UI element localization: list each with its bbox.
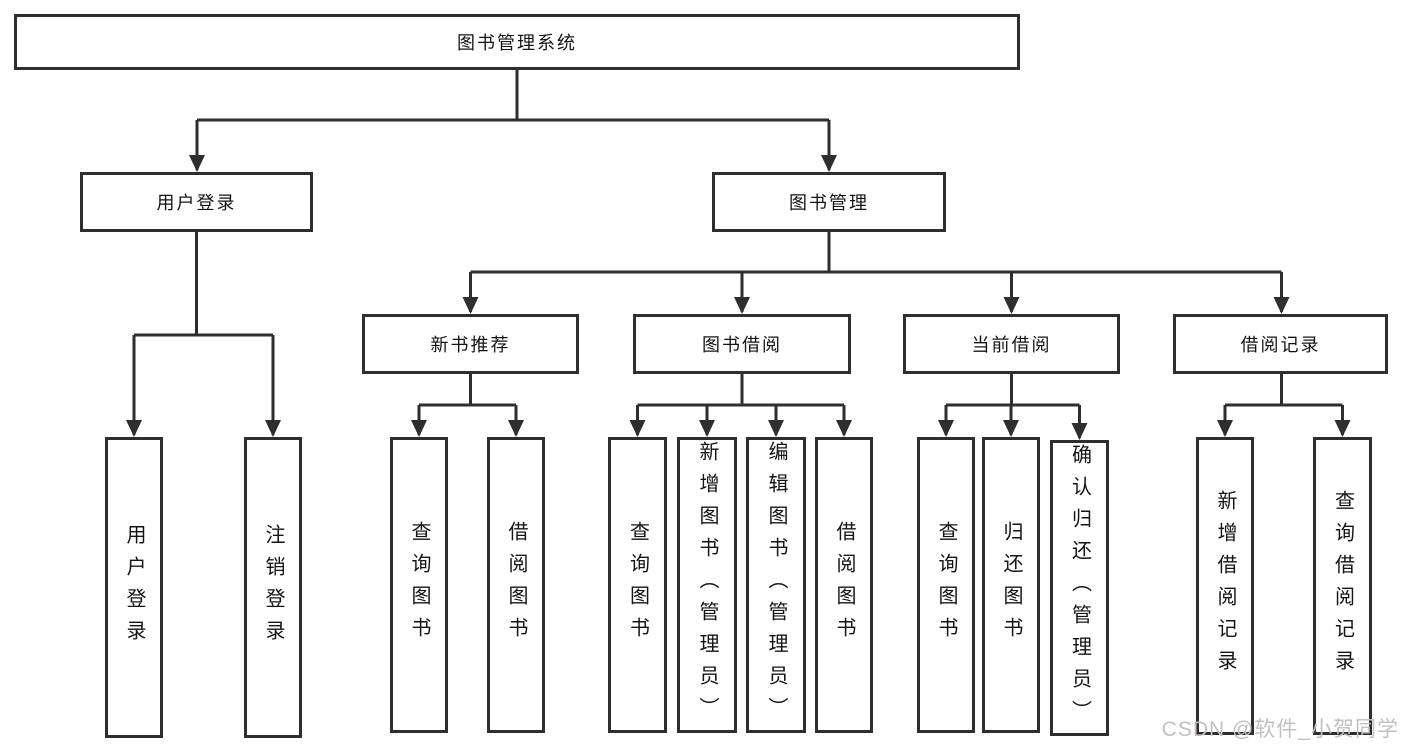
leaf-confirm-return-admin-label: 确认归还（管理员） [1068,444,1091,732]
leaf-add-borrow-record: 新增借阅记录 [1196,437,1254,735]
leaf-edit-book-admin: 编辑图书（管理员） [746,437,806,733]
leaf-confirm-return-admin: 确认归还（管理员） [1050,440,1109,736]
leaf-recommend-query-book: 查询图书 [390,437,448,733]
node-current-borrow: 当前借阅 [903,314,1120,374]
leaf-query-borrow-record: 查询借阅记录 [1313,437,1372,735]
leaf-return-book-label: 归还图书 [1000,521,1022,649]
node-book-management-label: 图书管理 [789,193,869,213]
node-book-borrow: 图书借阅 [633,314,851,374]
node-borrow-record-label: 借阅记录 [1240,335,1321,355]
leaf-recommend-borrow-book: 借阅图书 [487,437,545,733]
leaf-add-book-admin-label: 新增图书（管理员） [696,441,718,729]
leaf-user-login: 用户登录 [105,437,163,738]
leaf-current-query-book-label: 查询图书 [935,521,957,649]
node-current-borrow-label: 当前借阅 [971,335,1052,355]
node-book-management: 图书管理 [712,172,946,232]
leaf-recommend-query-book-label: 查询图书 [408,521,430,649]
leaf-edit-book-admin-label: 编辑图书（管理员） [765,441,787,729]
node-root-label: 图书管理系统 [457,33,577,53]
node-user-login-label: 用户登录 [156,193,237,213]
node-new-book-recommend: 新书推荐 [362,314,579,374]
leaf-user-login-label: 用户登录 [123,523,145,652]
node-user-login: 用户登录 [80,172,313,232]
leaf-borrow-query-book-label: 查询图书 [626,521,649,649]
leaf-add-borrow-record-label: 新增借阅记录 [1214,490,1236,682]
node-new-book-recommend-label: 新书推荐 [430,335,511,355]
leaf-borrow-query-book: 查询图书 [608,437,667,733]
leaf-borrow-book-label: 借阅图书 [833,521,855,649]
leaf-borrow-book: 借阅图书 [815,437,873,733]
csdn-watermark: CSDN @软件_小贺同学 [1161,718,1399,741]
leaf-logout-label: 注销登录 [262,523,284,652]
leaf-current-query-book: 查询图书 [917,437,975,733]
node-borrow-record: 借阅记录 [1173,314,1388,374]
leaf-query-borrow-record-label: 查询借阅记录 [1331,490,1354,682]
leaf-add-book-admin: 新增图书（管理员） [677,437,737,733]
leaf-recommend-borrow-book-label: 借阅图书 [505,521,527,649]
leaf-return-book: 归还图书 [982,437,1040,733]
node-book-borrow-label: 图书借阅 [702,335,782,355]
leaf-logout: 注销登录 [244,437,302,738]
node-root: 图书管理系统 [14,14,1020,70]
